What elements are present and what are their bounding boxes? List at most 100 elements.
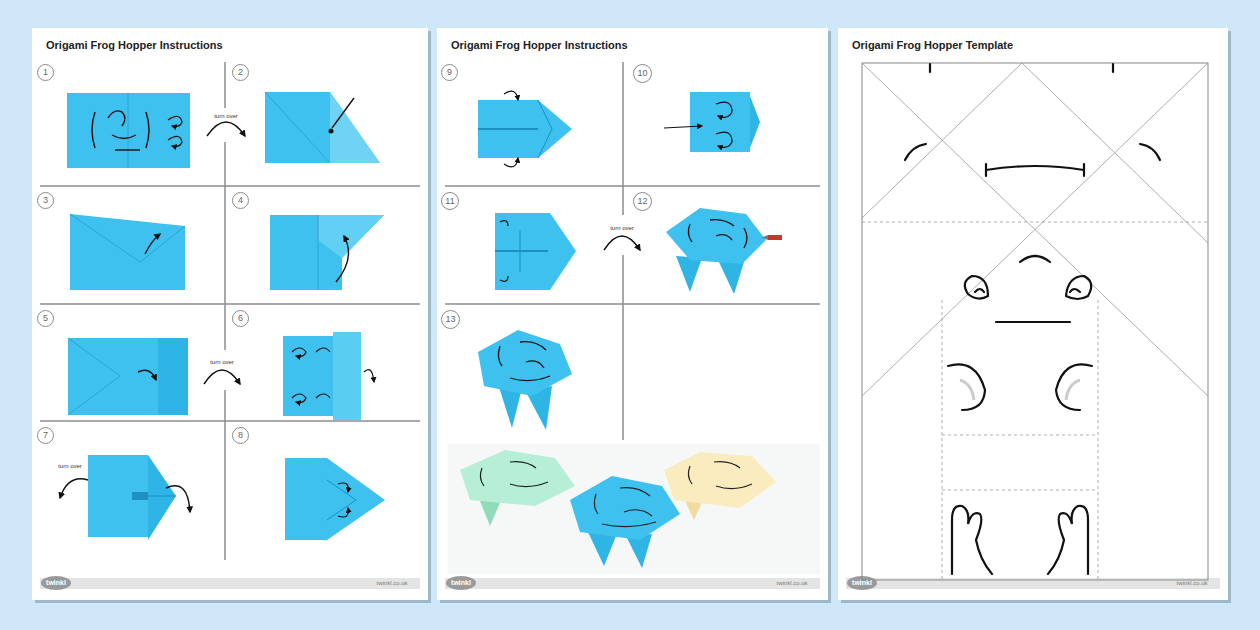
paper-step-10	[750, 96, 760, 148]
step-number: 7	[37, 427, 54, 444]
paper-step-1	[115, 149, 140, 150]
frog-photo	[448, 444, 820, 574]
frog-template	[1140, 144, 1160, 160]
turn-over-note: turn over	[213, 113, 239, 120]
step-number: 2	[232, 64, 249, 81]
step-grid-line	[622, 255, 624, 440]
paper-step-11	[495, 213, 576, 290]
frog-template	[985, 164, 987, 176]
paper-step-9	[504, 91, 518, 100]
paper-step-7	[88, 455, 190, 540]
frog-photo	[570, 476, 680, 540]
frog-step-13	[520, 342, 546, 350]
step-number-text: 12	[637, 197, 647, 206]
paper-step-11	[500, 221, 508, 282]
paper-step-1	[92, 111, 149, 150]
paper-step-2	[332, 98, 354, 128]
frog-template	[862, 63, 1022, 218]
page-title: Origami Frog Hopper Template	[838, 28, 1228, 51]
paper-step-1	[168, 116, 182, 146]
paper-step-2	[265, 92, 380, 163]
logo-text: twinkl	[451, 579, 471, 587]
frog-template	[948, 364, 985, 410]
turn-over-arrow	[604, 236, 640, 250]
turn-over-arrow	[204, 370, 240, 384]
step-grid-line	[224, 142, 226, 350]
paper-step-8	[338, 508, 348, 517]
paper-step-1	[112, 135, 136, 139]
paper-step-9	[478, 128, 538, 130]
paper-step-3	[70, 214, 185, 290]
turn-over-arrow	[60, 479, 88, 498]
frog-photo	[688, 462, 752, 489]
paper-step-6	[316, 394, 330, 398]
step-grid-line	[224, 390, 226, 560]
frog-photo	[714, 462, 740, 468]
frog-photo	[594, 494, 598, 514]
step-grid-line	[622, 62, 624, 215]
step-number: 8	[232, 427, 249, 444]
paper-step-8	[327, 458, 385, 540]
paper-step-5	[68, 338, 188, 415]
paper-step-7	[148, 496, 176, 497]
paper-step-7	[148, 455, 176, 540]
frog-template	[1066, 380, 1080, 400]
frog-step-12	[688, 224, 692, 242]
step-number-text: 11	[445, 197, 454, 206]
paper-step-5	[68, 376, 120, 415]
turn-over-note: turn over	[209, 359, 235, 366]
paper-step-10	[690, 92, 750, 152]
paper-step-5	[68, 338, 120, 376]
frog-step-13	[526, 361, 544, 368]
frog-template	[965, 276, 988, 299]
frog-template	[1066, 276, 1091, 299]
step-number: 1	[37, 64, 54, 81]
paper-step-1	[128, 93, 129, 168]
paper-step-9	[478, 91, 572, 167]
frog-step-12	[688, 220, 747, 248]
paper-step-9	[504, 91, 518, 167]
frog-step-12	[676, 256, 702, 292]
paper-step-1	[168, 136, 182, 146]
pencil-icon	[768, 235, 782, 240]
logo-cloud	[41, 576, 877, 590]
page-sheet	[437, 28, 828, 600]
frog-template	[1020, 256, 1050, 262]
frog-step-13	[498, 346, 502, 366]
frog-template	[862, 63, 1208, 396]
paper-step-4	[318, 215, 384, 258]
paper-step-1	[168, 116, 182, 126]
step-number: 12	[633, 192, 652, 211]
step-number: 6	[232, 310, 249, 327]
frog-template	[1098, 300, 1099, 580]
frog-step-12	[718, 260, 744, 294]
paper-step-1	[108, 111, 125, 126]
step-grid-line	[445, 303, 820, 305]
paper-step-10	[716, 132, 732, 147]
step-number-text: 8	[238, 431, 243, 440]
frog-template	[986, 166, 1084, 170]
step-grid-line	[40, 62, 820, 560]
step-number-text: 3	[43, 196, 48, 205]
paper-step-5	[68, 338, 188, 415]
step-number: 13	[441, 310, 460, 329]
paper-step-11	[500, 221, 508, 226]
turn-over-arrow	[60, 122, 640, 498]
paper-step-2	[329, 129, 334, 134]
frog-photo	[448, 444, 820, 574]
paper-step-1	[92, 112, 95, 148]
frog-template	[1112, 64, 1114, 72]
step-grid-line	[40, 185, 420, 187]
step-number: 4	[232, 192, 249, 209]
step-number-text: 5	[43, 314, 48, 323]
pencil-icon	[762, 235, 768, 240]
paper-step-7	[88, 455, 148, 537]
paper-step-10	[664, 92, 760, 152]
frog-template	[942, 490, 1098, 491]
url-text: twinkl.co.uk	[1176, 580, 1207, 587]
paper-step-8	[285, 458, 327, 540]
pencil-icon	[762, 235, 782, 240]
frog-template	[942, 300, 943, 580]
paper-step-3	[140, 226, 185, 262]
